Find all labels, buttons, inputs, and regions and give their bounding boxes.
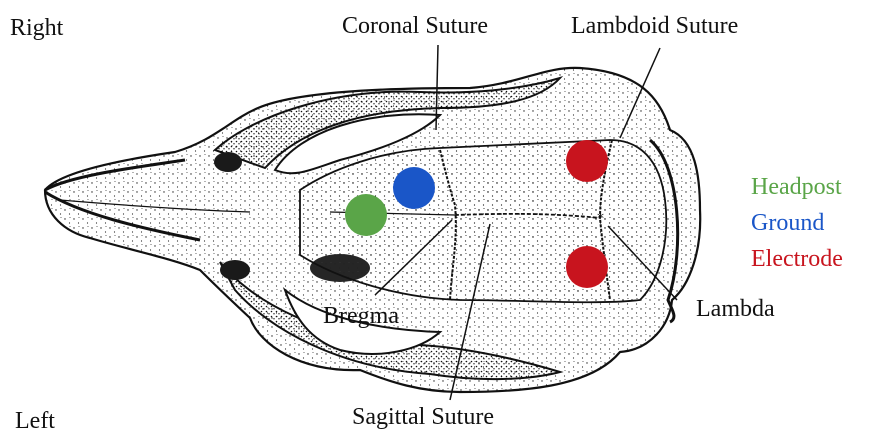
bregma-label: Bregma: [323, 304, 399, 328]
legend-electrode: Electrode: [751, 247, 843, 271]
lambdoid-suture-label: Lambdoid Suture: [571, 14, 738, 38]
electrode-marker-right: [566, 140, 608, 182]
headpost-marker: [345, 194, 387, 236]
ground-marker: [393, 167, 435, 209]
coronal-suture-label: Coronal Suture: [342, 14, 488, 38]
lambda-label: Lambda: [696, 297, 775, 321]
lambda-mark: *: [597, 211, 604, 227]
sagittal-suture-label: Sagittal Suture: [352, 405, 494, 429]
orientation-right-label: Right: [10, 16, 63, 40]
upper-nasal-opening: [214, 152, 242, 172]
legend-headpost: Headpost: [751, 175, 842, 199]
lower-nasal-opening: [220, 260, 250, 280]
legend-ground: Ground: [751, 211, 824, 235]
electrode-marker-left: [566, 246, 608, 288]
orientation-left-label: Left: [15, 409, 55, 433]
